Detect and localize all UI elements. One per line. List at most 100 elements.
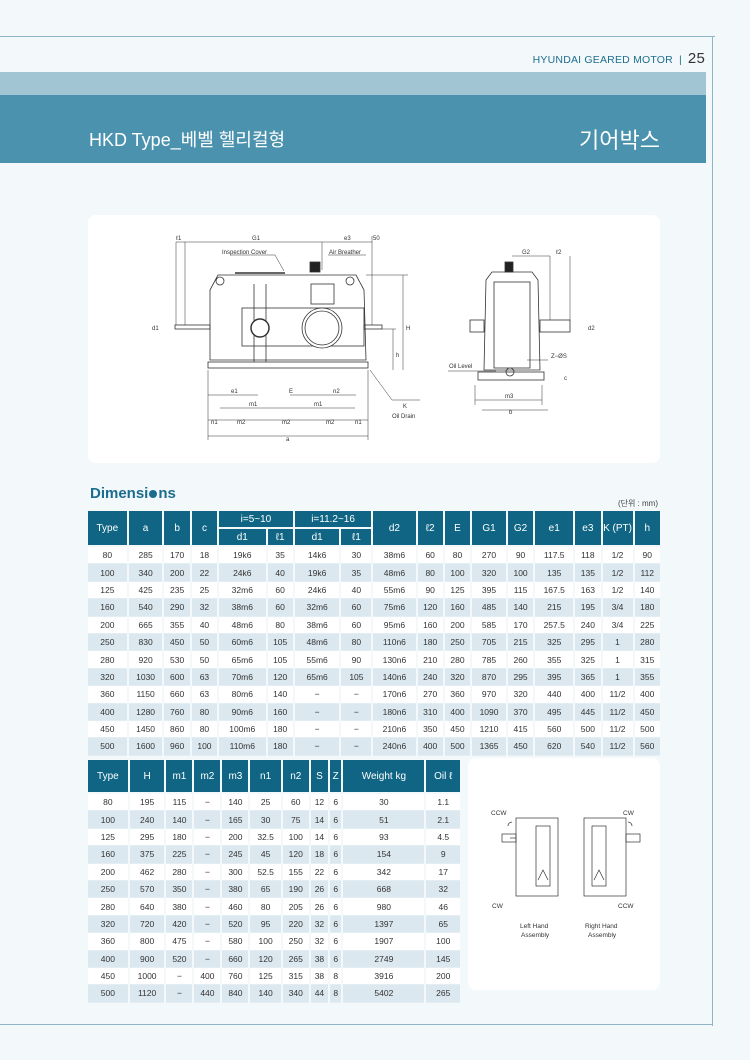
table-cell: 1450: [128, 720, 163, 739]
label-c: c: [564, 376, 567, 382]
category-title: 기어박스: [579, 128, 660, 153]
table-cell: 360: [88, 686, 127, 704]
table-cell: 80: [444, 547, 471, 565]
table-cell: 120: [282, 846, 309, 864]
table-cell: 445: [575, 703, 601, 721]
table-cell: 60: [267, 581, 293, 600]
table-cell: 100: [250, 933, 281, 951]
label-air-breather: Air Breather: [329, 250, 361, 256]
table-cell: 6: [330, 898, 342, 916]
table-cell: 2749: [343, 950, 425, 968]
table-cell: 105: [267, 633, 293, 652]
table-cell: 154: [343, 846, 425, 864]
table-cell: 100: [191, 738, 218, 756]
table-cell: 475: [166, 933, 193, 951]
table-cell: 900: [129, 950, 165, 968]
table-cell: 1/2: [602, 581, 633, 600]
col-header: S: [310, 760, 329, 794]
table-cell: 6: [330, 950, 342, 968]
table-cell: 570: [129, 880, 165, 899]
table-cell: 450: [507, 738, 534, 756]
table-cell: −: [166, 967, 193, 986]
table-cell: 12: [310, 794, 329, 812]
table-cell: 500: [88, 738, 127, 756]
table-cell: 1210: [472, 720, 506, 739]
table-cell: 265: [426, 985, 460, 1003]
table-cell: −: [194, 950, 221, 968]
table-cell: 120: [417, 599, 443, 617]
label-n2: n2: [333, 389, 340, 395]
table-cell: 280: [444, 651, 471, 669]
table-cell: 310: [417, 703, 443, 721]
table-cell: −: [341, 703, 372, 721]
table-cell: 25: [191, 581, 218, 600]
left-hand-gearbox: [515, 817, 559, 897]
col-header: b: [164, 511, 190, 547]
table-cell: −: [194, 794, 221, 812]
bottom-rule: [0, 1024, 713, 1025]
table-cell: 145: [426, 950, 460, 968]
table-cell: 112: [634, 564, 660, 582]
table-cell: 65m6: [219, 651, 266, 669]
table-cell: 320: [88, 915, 128, 934]
table-cell: −: [194, 880, 221, 899]
table-cell: 600: [164, 668, 190, 687]
table-cell: 6: [330, 811, 342, 829]
table-cell: 500: [634, 720, 660, 739]
title-part: Dimensi: [90, 485, 149, 502]
table-cell: 32: [426, 880, 460, 899]
table-cell: 117.5: [535, 547, 574, 565]
table-cell: 93: [343, 828, 425, 847]
table-cell: 240: [575, 616, 601, 634]
table-cell: 105: [267, 651, 293, 669]
table-cell: 90: [634, 547, 660, 565]
table-cell: 400: [417, 738, 443, 756]
table-cell: 170n6: [373, 686, 416, 704]
table-cell: 167.5: [535, 581, 574, 600]
table-cell: 320: [444, 668, 471, 687]
label-G2: G2: [522, 250, 531, 256]
label-m2c: m2: [326, 420, 335, 426]
table-cell: 125: [250, 967, 281, 986]
table-cell: 250: [88, 633, 127, 652]
table-cell: 300: [222, 863, 249, 881]
table-cell: 270: [472, 547, 506, 565]
table-cell: 980: [343, 898, 425, 916]
table-cell: 395: [535, 668, 574, 687]
table-cell: 240: [129, 811, 165, 829]
table-cell: 495: [535, 703, 574, 721]
table-cell: 65: [250, 880, 281, 899]
rotation-diagram: CCW CW CW CCW Left Hand Assembly Right H…: [491, 810, 641, 939]
table-cell: 80: [267, 616, 293, 634]
table-cell: 125: [88, 828, 128, 847]
table-cell: 24k6: [294, 581, 340, 600]
table-cell: 140: [250, 985, 281, 1003]
table-cell: 225: [166, 846, 193, 864]
title-band: [0, 95, 706, 163]
table-cell: 250: [282, 933, 309, 951]
table-cell: 920: [128, 651, 163, 669]
label-l1: ℓ1: [176, 235, 182, 242]
table-cell: 95m6: [373, 616, 416, 634]
table-cell: 425: [128, 581, 163, 600]
table-cell: 760: [164, 703, 190, 721]
table-cell: 395: [472, 581, 506, 600]
table-cell: 200: [444, 616, 471, 634]
table-cell: 35: [341, 564, 372, 582]
table-cell: 560: [634, 738, 660, 756]
label-m1b: m1: [314, 402, 323, 408]
table-cell: 315: [634, 651, 660, 669]
table-cell: 1: [602, 633, 633, 652]
unit-label: (단위 : mm): [617, 499, 658, 508]
table-cell: 360: [88, 933, 128, 951]
table-cell: 240: [417, 668, 443, 687]
margin-rule: [712, 36, 713, 1026]
table-cell: 14k6: [294, 547, 340, 565]
table-cell: 11/2: [602, 686, 633, 704]
table-cell: 14: [310, 828, 329, 847]
table-cell: 32: [191, 599, 218, 617]
